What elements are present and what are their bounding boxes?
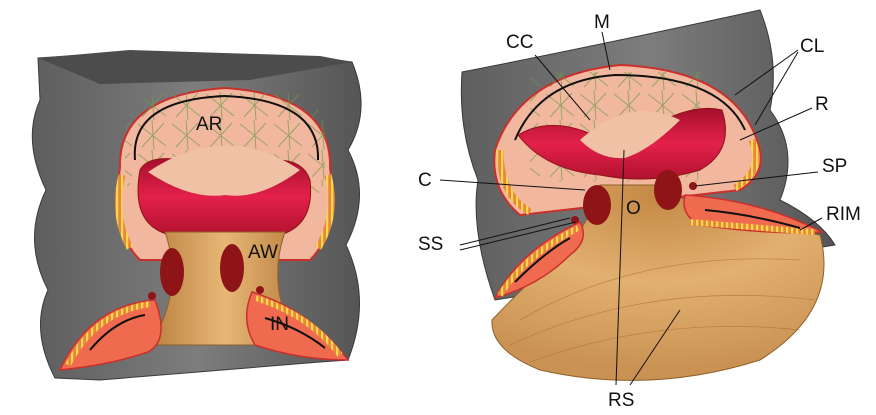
- label-r: R: [815, 94, 829, 115]
- left-sphincter-left: [160, 248, 184, 296]
- left-dot-1: [148, 292, 156, 300]
- label-o: O: [626, 198, 641, 219]
- right-sphincter-right: [654, 170, 682, 210]
- label-cc: CC: [506, 32, 533, 53]
- label-ss: SS: [418, 234, 443, 255]
- label-c: C: [418, 170, 432, 191]
- label-rs: RS: [608, 390, 634, 411]
- left-sphincter-right: [220, 244, 244, 292]
- label-aw: AW: [248, 242, 278, 263]
- label-ar: AR: [196, 114, 222, 135]
- label-rim: RIM: [826, 204, 861, 225]
- right-cross-section: CC M CL R C SP O SS RIM RS: [418, 10, 861, 411]
- label-cl: CL: [800, 36, 824, 57]
- left-cross-section: AR AW IN: [32, 50, 361, 380]
- label-m: M: [594, 12, 610, 33]
- label-in: IN: [270, 314, 289, 335]
- left-dot-2: [256, 286, 264, 294]
- label-sp: SP: [822, 156, 847, 177]
- right-sphincter-left: [583, 185, 611, 225]
